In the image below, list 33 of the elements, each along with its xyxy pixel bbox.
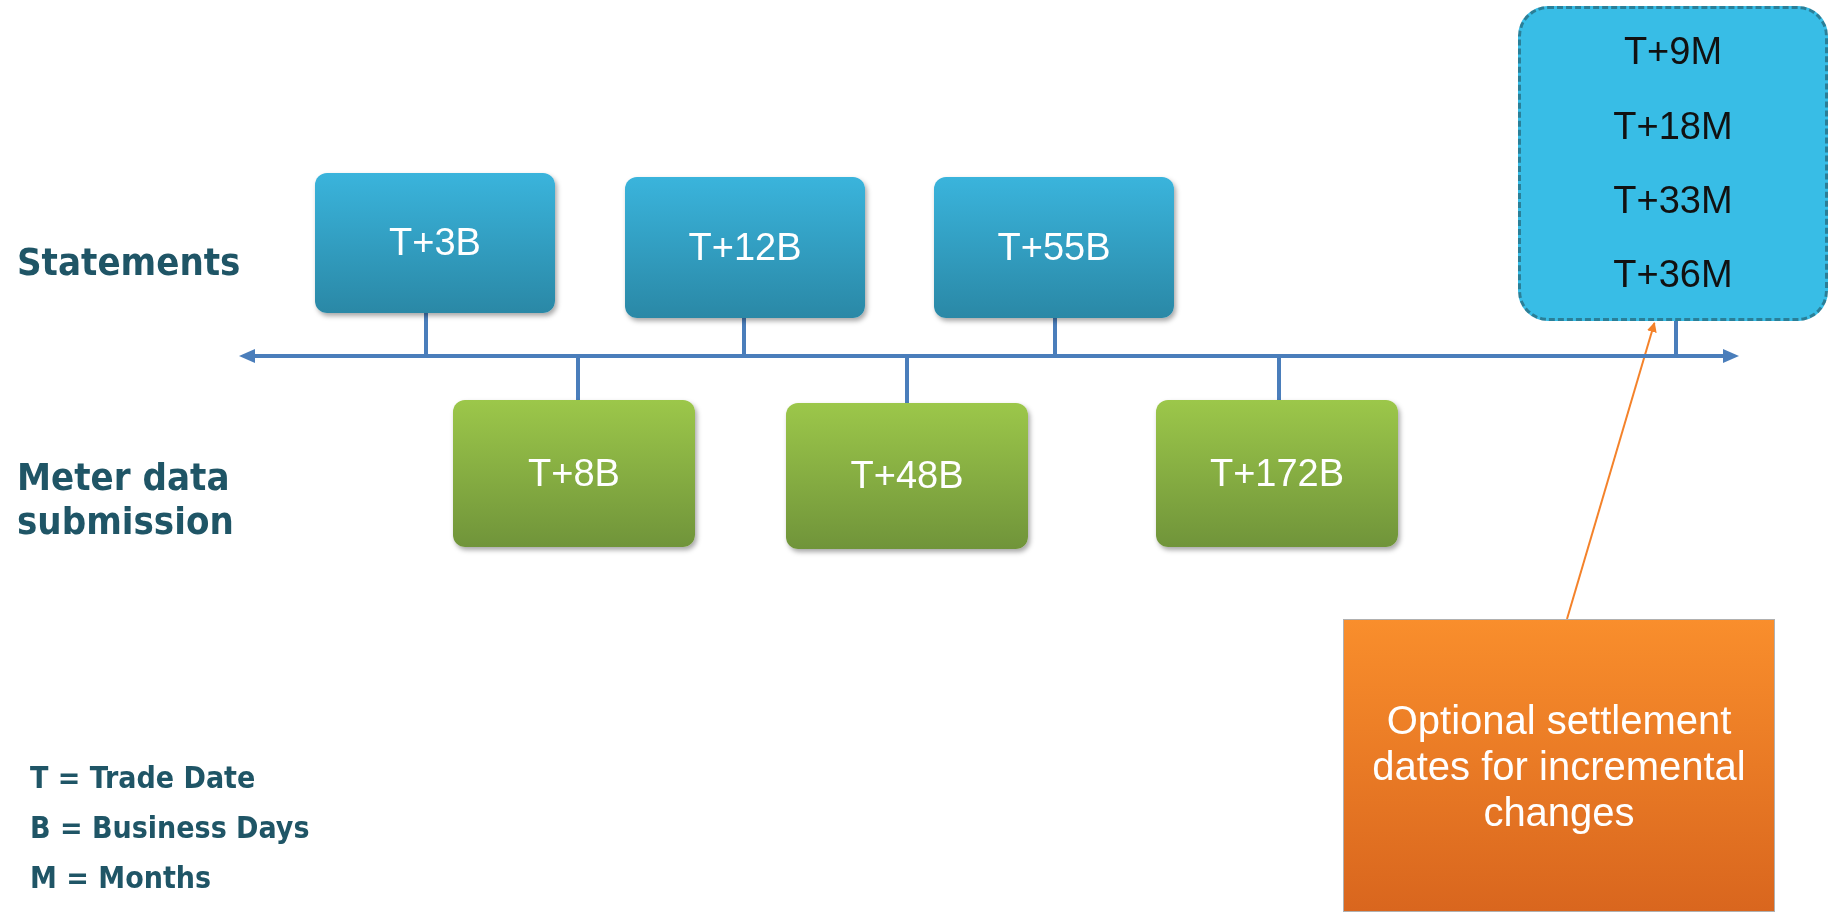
date-label: T+8B [528, 451, 620, 496]
statement-box [934, 177, 1174, 318]
timeline-axis [239, 346, 1739, 366]
date-label: T+48B [850, 454, 964, 498]
date-label: T+9M [1623, 30, 1723, 74]
leader-arrow [1566, 322, 1657, 620]
statement-box [625, 177, 865, 318]
date-label: T+36M [1613, 253, 1733, 297]
statement-box [315, 173, 555, 313]
tick-line [424, 313, 428, 354]
note-text: Optional settlement dates for incremental changes [1371, 696, 1747, 835]
date-label: T+3B [389, 221, 481, 265]
tick-line [742, 318, 746, 354]
date-label: T+18M [1613, 104, 1733, 149]
date-label: T+12B [688, 225, 802, 270]
legend-text: B = Business Days [30, 810, 310, 845]
submission-box [1156, 400, 1398, 547]
legend-text: T = Trade Date [30, 760, 256, 795]
date-label: T+55B [997, 225, 1111, 270]
dashed-date-box [1518, 6, 1828, 321]
submission-box [786, 403, 1028, 549]
tick-line [1674, 321, 1678, 354]
row-label: Meter data submission [17, 455, 235, 543]
tick-line [1277, 358, 1281, 400]
submission-box [453, 400, 695, 547]
note-box [1343, 619, 1775, 912]
tick-line [1053, 318, 1057, 354]
date-label: T+33M [1613, 178, 1733, 223]
legend-text: M = Months [30, 860, 212, 895]
tick-line [905, 358, 909, 403]
row-label: Statements [17, 240, 241, 284]
date-label: T+172B [1209, 451, 1345, 496]
tick-line [576, 358, 580, 400]
